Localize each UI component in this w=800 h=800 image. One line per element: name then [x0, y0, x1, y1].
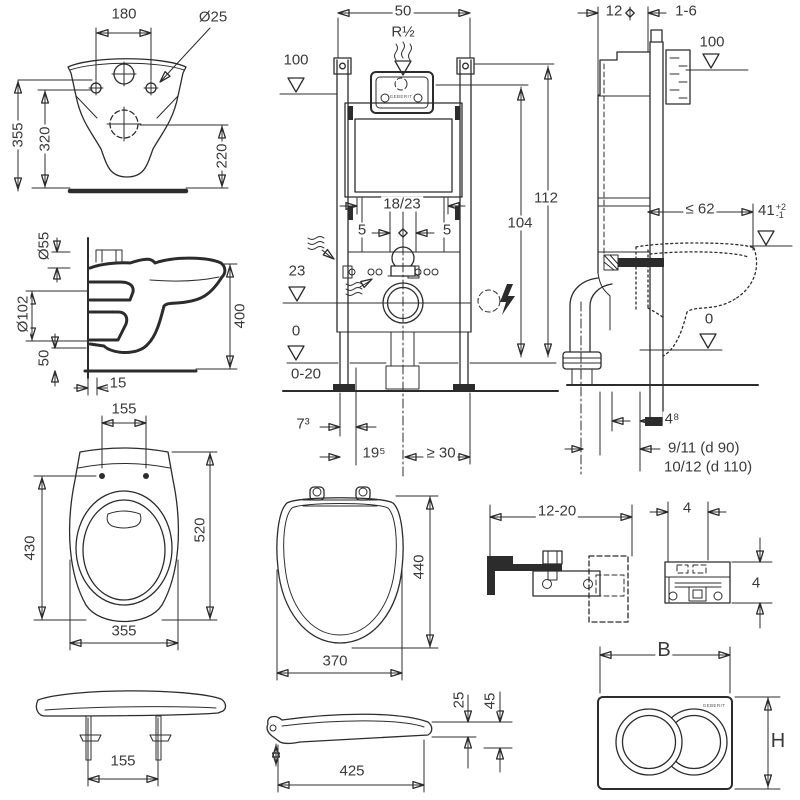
- view-bowl-side: [25, 237, 238, 396]
- dim-frame-19-5: 19⁵: [360, 444, 388, 462]
- dim-side-41: 41: [758, 201, 775, 219]
- view-bracket-side: [487, 504, 633, 623]
- view-seat-profile: [266, 691, 513, 793]
- dim-bowl-rear-180: 180: [109, 5, 139, 23]
- dim-bowl-top-430: 430: [21, 533, 39, 563]
- tolerance-stack: +2-1: [775, 202, 786, 221]
- view-bracket-front: [649, 501, 773, 629]
- dim-bowl-side-50: 50: [35, 347, 53, 369]
- dim-bowl-rear-hole-dia: Ø25: [196, 8, 230, 26]
- level-mark-0-front: 0: [289, 322, 303, 340]
- dim-side-41-tolerance: 41+2-1: [756, 201, 788, 221]
- dim-bracket-12-20: 12-20: [535, 502, 579, 520]
- dim-bowl-rear-220: 220: [213, 141, 231, 171]
- dim-bowl-rear-355: 355: [9, 120, 27, 150]
- geberit-logo-cistern: GEBERIT: [389, 93, 413, 99]
- view-bowl-rear: [13, 27, 229, 194]
- dim-bowl-side-d102: Ø102: [14, 293, 32, 335]
- dim-seat-profile-425: 425: [337, 762, 367, 780]
- dim-seat-side-155: 155: [108, 752, 138, 770]
- dim-bowl-side-15: 15: [107, 374, 129, 392]
- view-seat-side: [35, 690, 227, 787]
- dim-bracket-4-height: 4: [749, 574, 763, 592]
- dim-outlet-d110: 10/12 (d 110): [662, 458, 755, 476]
- dim-seat-profile-45: 45: [481, 690, 499, 712]
- dim-frame-width-50: 50: [392, 2, 414, 20]
- dim-frame-112: 112: [532, 189, 560, 207]
- dim-frame-min-30: ≥ 30: [424, 444, 458, 462]
- dim-side-1-6: 1-6: [673, 2, 699, 20]
- dim-frame-18-23: 18/23: [381, 195, 423, 213]
- dim-bowl-side-d55: Ø55: [35, 229, 53, 263]
- dim-outlet-d90: 9/11 (d 90): [666, 439, 742, 457]
- dim-plate-width-B: B: [655, 639, 673, 661]
- dim-bowl-top-355: 355: [109, 622, 139, 640]
- geberit-logo-plate: GEBERIT: [702, 702, 726, 708]
- view-bowl-top: [33, 415, 218, 651]
- dim-side-4-8: 4⁸: [662, 410, 682, 428]
- label-supply-connection: R½: [389, 23, 417, 41]
- level-mark-100-front: 100: [281, 51, 311, 69]
- dim-seat-top-440: 440: [410, 552, 428, 582]
- dim-frame-104: 104: [505, 214, 535, 232]
- dim-side-12: 12: [603, 2, 625, 20]
- level-mark-0-side: 0: [702, 310, 716, 328]
- tolerance-plus: +2: [775, 202, 786, 213]
- dim-bracket-4-width: 4: [680, 499, 694, 517]
- dim-bowl-top-155: 155: [109, 400, 139, 418]
- dim-side-max-62: ≤ 62: [683, 200, 717, 218]
- dim-frame-5-right: 5: [440, 221, 454, 239]
- view-seat-top: [276, 486, 439, 681]
- tolerance-minus: -1: [775, 210, 784, 221]
- view-frame-front: [279, 8, 559, 479]
- dim-bowl-rear-320: 320: [36, 124, 54, 154]
- level-mark-23: 23: [286, 262, 308, 280]
- view-frame-side: [562, 6, 793, 475]
- level-mark-100-side: 100: [697, 33, 727, 51]
- dim-frame-0-20: 0-20: [288, 365, 324, 383]
- dim-frame-5-left: 5: [355, 221, 369, 239]
- view-flush-plate: [597, 646, 781, 790]
- dim-seat-top-370: 370: [320, 652, 350, 670]
- dim-bowl-top-520: 520: [191, 515, 209, 545]
- dim-frame-7-3: 7³: [294, 415, 312, 433]
- dim-plate-height-H: H: [768, 730, 788, 752]
- dim-bowl-side-400: 400: [231, 301, 249, 331]
- dim-seat-profile-25: 25: [450, 689, 468, 711]
